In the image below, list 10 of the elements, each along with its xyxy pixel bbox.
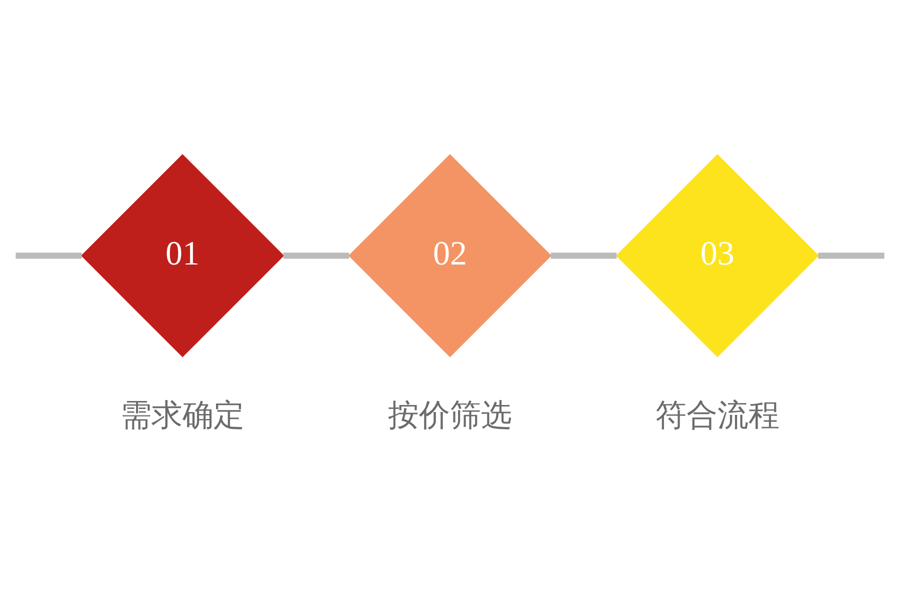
node-diamond: 03: [616, 154, 820, 357]
node-label: 按价筛选: [388, 397, 512, 432]
node-diamond: 01: [80, 154, 284, 357]
node-diamond: 02: [348, 154, 552, 357]
connector: [550, 252, 617, 258]
node-label: 需求确定: [120, 397, 245, 432]
node-label: 符合流程: [655, 397, 780, 432]
connector: [283, 252, 350, 258]
connector: [818, 252, 884, 258]
connector: [16, 252, 82, 258]
